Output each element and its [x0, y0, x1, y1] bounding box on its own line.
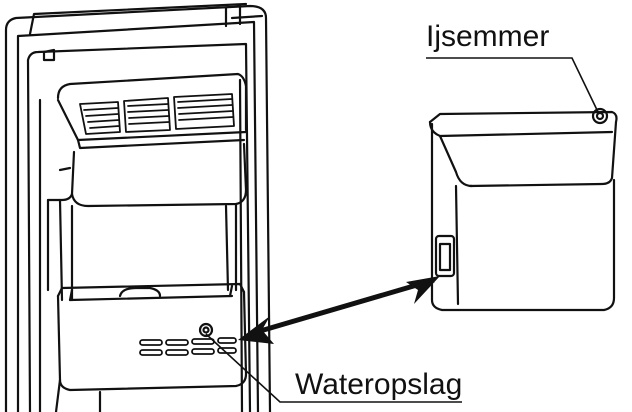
callout-leaders	[205, 57, 599, 403]
refrigerator-door	[4, 2, 272, 412]
ice-bucket-label: Ijsemmer	[424, 20, 552, 53]
install-arrow	[238, 276, 440, 344]
ice-bucket	[428, 107, 618, 312]
water-outlet-label: Wateropslag	[292, 370, 466, 400]
